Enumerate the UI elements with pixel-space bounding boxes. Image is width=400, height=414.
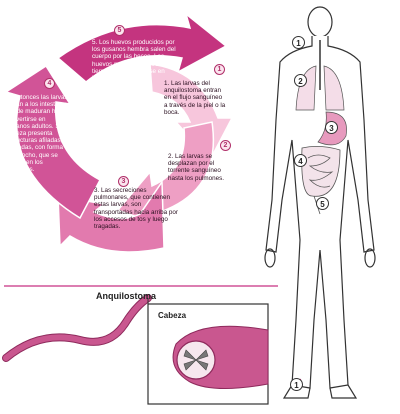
- body-marker-3-stomach: 3: [325, 121, 338, 134]
- body-marker-1-foot: 1: [290, 378, 303, 391]
- step-4-text: 4. Entonces las larvas pasan a los intes…: [6, 94, 69, 174]
- step-1-text: 1. Las larvas del anquilostoma entran en…: [164, 80, 226, 116]
- body-marker-1-head: 1: [292, 36, 305, 49]
- step-3-text: 3. Las secreciones pulmonares, que conti…: [94, 187, 179, 231]
- step-5-number: 5: [114, 25, 125, 36]
- hookworm-title: Anquilostoma: [96, 291, 156, 301]
- step-2-text: 2. Las larvas se desplazan por el torren…: [168, 153, 225, 182]
- hookworm-illustration: [2, 285, 278, 405]
- life-cycle-diagram: [4, 11, 234, 253]
- step-1-number: 1: [214, 64, 225, 75]
- body-marker-2-lungs: 2: [294, 74, 307, 87]
- hookworm-body: [2, 294, 152, 362]
- cycle-segment-5: [56, 11, 228, 83]
- cycle-segment-3: [57, 179, 165, 253]
- step-5-text: 5. Los huevos producidos por los gusanos…: [92, 39, 176, 83]
- body-marker-5-rectum: 5: [316, 197, 329, 210]
- body-marker-4-intestines: 4: [294, 154, 307, 167]
- cycle-center: [106, 112, 162, 166]
- step-3-number: 3: [118, 176, 129, 187]
- head-label: Cabeza: [158, 311, 187, 320]
- step-2-number: 2: [220, 140, 231, 151]
- cycle-segment-4: [4, 64, 102, 220]
- step-4-number: 4: [44, 78, 55, 89]
